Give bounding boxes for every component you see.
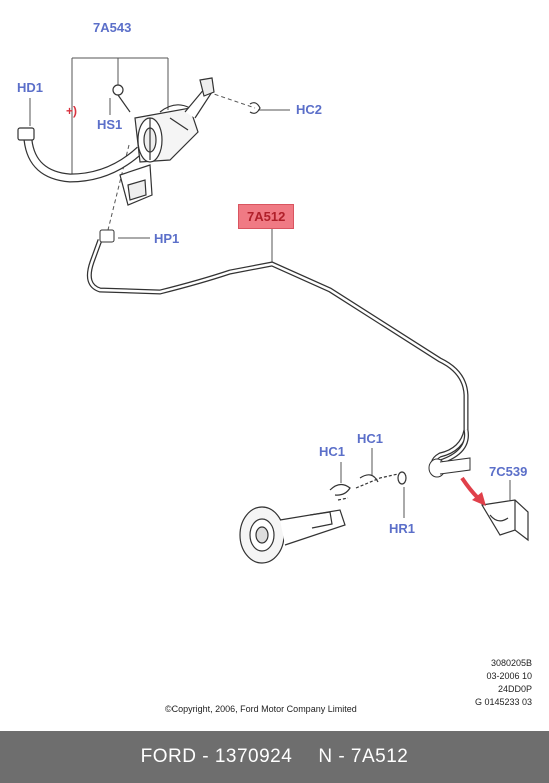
direction-arrow: [460, 476, 486, 506]
callout-hc2: HC2: [296, 102, 323, 117]
callout-7a512-highlighted: 7A512: [238, 204, 295, 229]
callout-hd1: HD1: [17, 80, 44, 95]
plus-marker: +): [66, 104, 78, 118]
callout-7c539: 7C539: [489, 464, 528, 479]
footer-part-number: FORD - 1370924: [140, 746, 293, 767]
exploded-parts-diagram: [17, 57, 529, 564]
ref-code: 3080205B: [490, 658, 532, 668]
ref-code: 24DD0P: [497, 684, 532, 694]
footer-reference: N - 7A512: [318, 746, 409, 767]
slave-cylinder: [239, 471, 407, 564]
ref-code: 03-2006 10: [486, 671, 532, 681]
callout-7a543: 7A543: [93, 20, 132, 35]
reference-codes: 3080205B 03-2006 10 24DD0P G 0145233 03: [475, 657, 532, 709]
footer-bar: FORD - 1370924 N - 7A512: [0, 731, 549, 783]
callout-hr1: HR1: [389, 521, 416, 536]
bracket-7c539: [481, 499, 529, 542]
callout-hs1: HS1: [97, 117, 123, 132]
callout-hc1-right: HC1: [357, 431, 384, 446]
copyright-notice: ©Copyright, 2006, Ford Motor Company Lim…: [165, 704, 357, 714]
hydraulic-pipe: [86, 229, 471, 478]
callout-hp1: HP1: [154, 231, 180, 246]
callout-hc1-left: HC1: [319, 444, 346, 459]
ref-code: G 0145233 03: [474, 697, 532, 707]
master-cylinder-assembly: [17, 77, 261, 206]
